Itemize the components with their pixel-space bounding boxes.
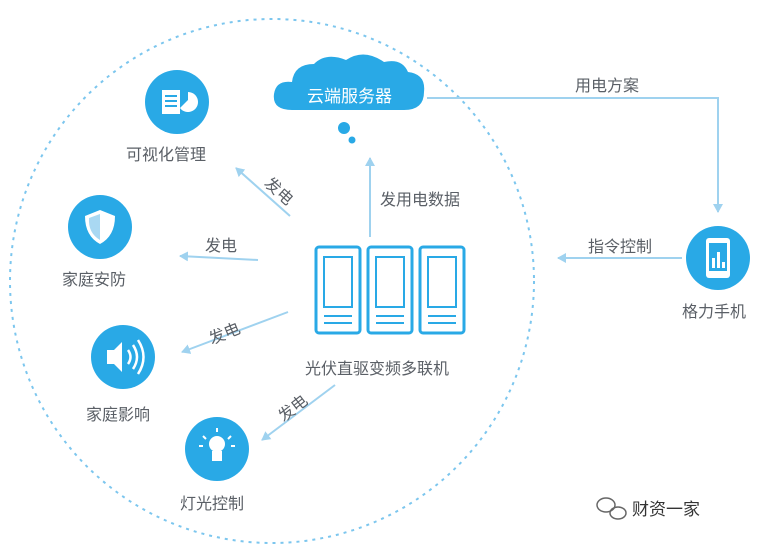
generate-label-2: 发电	[205, 236, 238, 255]
center-unit-label: 光伏直驱变频多联机	[305, 359, 450, 378]
system-boundary-circle	[9, 18, 535, 544]
gree-phone-label: 格力手机	[682, 302, 747, 321]
inverter-unit-icon	[314, 245, 466, 335]
visual-management-label: 可视化管理	[126, 145, 207, 164]
gen-arrow-4	[261, 384, 336, 441]
home-security-icon	[68, 195, 132, 259]
wechat-icon	[596, 497, 627, 520]
gen-arrow-2	[179, 251, 259, 262]
gen-arrow-3	[181, 311, 289, 354]
gen-arrow-1	[235, 167, 291, 217]
home-security-label: 家庭安防	[62, 270, 127, 289]
cloud-server-label: 云端服务器	[307, 87, 392, 107]
watermark-text: 财资一家	[632, 500, 700, 520]
plan-arrow	[427, 97, 723, 213]
upload-data-label: 发用电数据	[380, 190, 461, 209]
visual-management-icon	[145, 70, 209, 134]
lighting-control-label: 灯光控制	[180, 494, 245, 513]
command-control-label: 指令控制	[588, 237, 653, 256]
home-audio-icon	[91, 325, 155, 389]
home-audio-label: 家庭影响	[86, 405, 151, 424]
gree-phone-icon	[686, 226, 750, 290]
cloud-server-shape	[273, 54, 425, 144]
power-plan-label: 用电方案	[575, 76, 640, 95]
lighting-control-icon	[185, 417, 249, 481]
